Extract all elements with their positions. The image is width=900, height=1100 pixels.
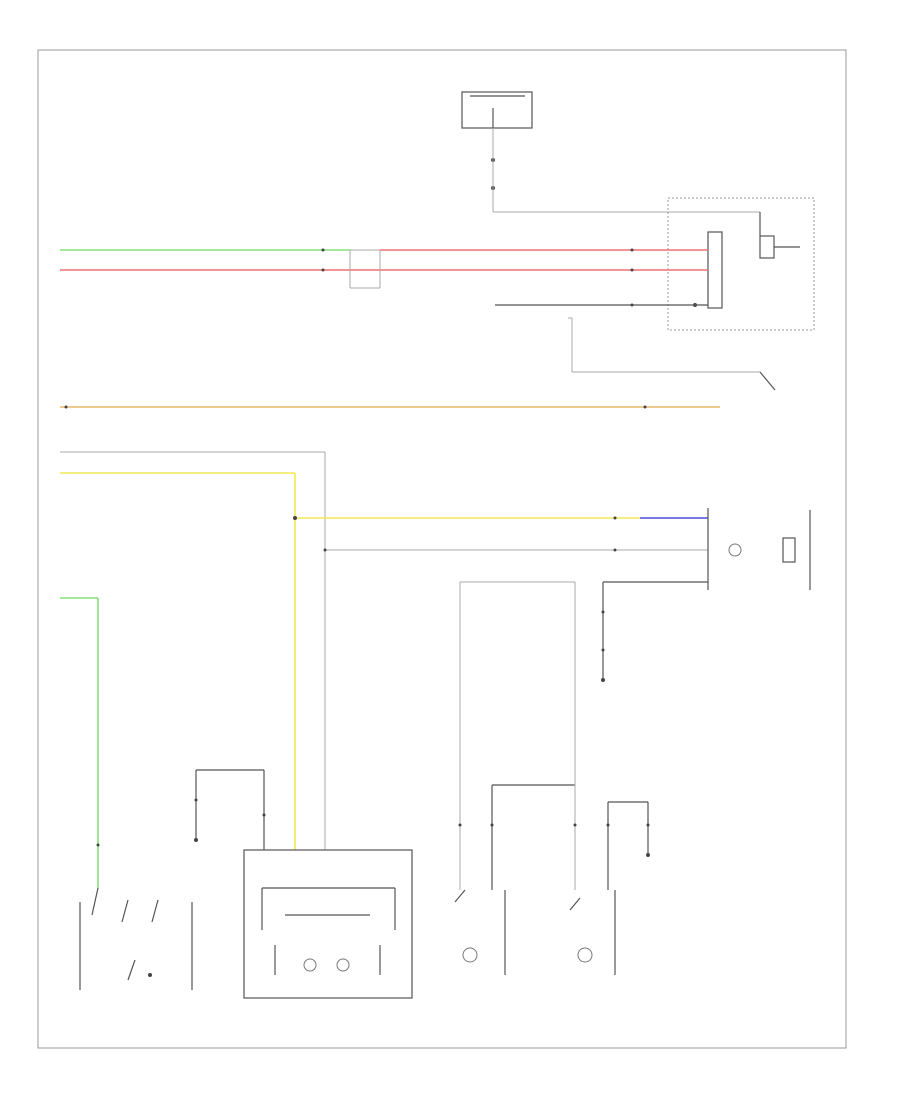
gray-wire-rear: [323, 548, 708, 552]
red-wire-top: [60, 250, 708, 288]
door-switch-wire: [495, 303, 776, 391]
yellow-wire: [60, 472, 708, 850]
diagram-frame: [37, 49, 847, 1049]
orange-wire: [60, 405, 720, 409]
front-personal-switch: [79, 887, 193, 990]
top-module: [461, 91, 760, 213]
combination-meter: [667, 197, 815, 331]
green-wire-top: [60, 248, 708, 252]
gray-wire-mid: [60, 451, 326, 850]
front-room-lamp-ground: [194, 769, 266, 850]
left-vanity-lamp: [454, 581, 575, 975]
front-room-lamp: [243, 849, 413, 999]
right-vanity-lamp: [569, 582, 650, 975]
rear-room-lamp: [601, 508, 811, 682]
green-wire-bottom: [60, 597, 100, 888]
